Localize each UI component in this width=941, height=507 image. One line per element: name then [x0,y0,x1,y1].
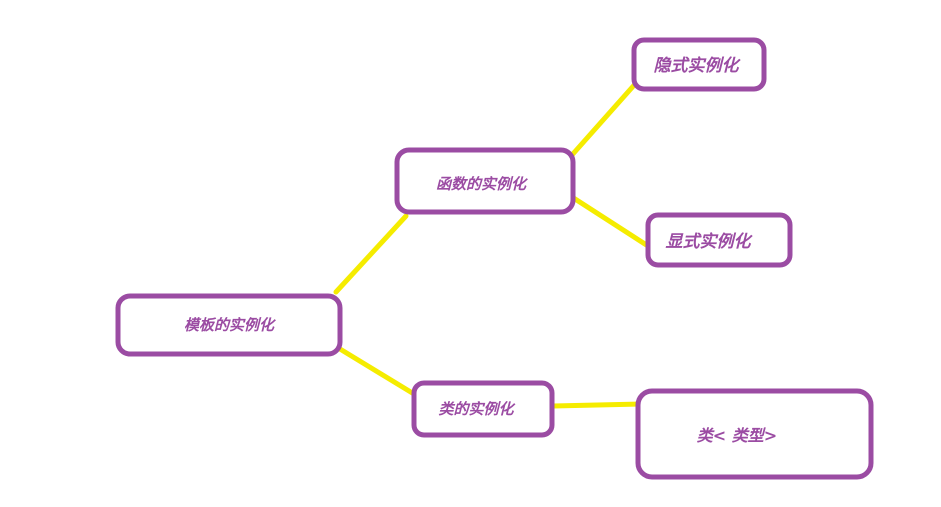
node-implicit-instantiation: 隐式实例化 [631,37,767,92]
node-function-instantiation-box [394,147,576,215]
node-implicit-instantiation-label: 隐式实例化 [654,56,742,76]
node-template-instantiation-label: 模板的实例化 [184,316,276,334]
connector-class-to-classtype [550,401,643,409]
node-function-instantiation-label: 函数的实例化 [436,175,528,193]
node-class-type-label: 类< 类型> [697,426,777,445]
node-template-instantiation-box [115,293,343,357]
node-class-instantiation-label: 类的实例化 [438,400,515,418]
connector-function-to-explicit [569,194,651,249]
node-explicit-instantiation-label: 显式实例化 [666,232,754,252]
node-explicit-instantiation-box [645,212,793,268]
connector-template-to-class [337,346,417,397]
node-class-instantiation-box [411,380,555,438]
node-explicit-instantiation: 显式实例化 [645,212,793,268]
connector-template-to-function [333,213,409,295]
node-template-instantiation: 模板的实例化 [115,293,343,357]
connector-function-to-implicit [569,80,639,158]
node-function-instantiation: 函数的实例化 [394,147,576,215]
node-class-instantiation: 类的实例化 [411,380,555,438]
node-class-type: 类< 类型> [635,388,874,480]
node-class-type-box [635,388,874,480]
node-implicit-instantiation-box [631,37,767,92]
